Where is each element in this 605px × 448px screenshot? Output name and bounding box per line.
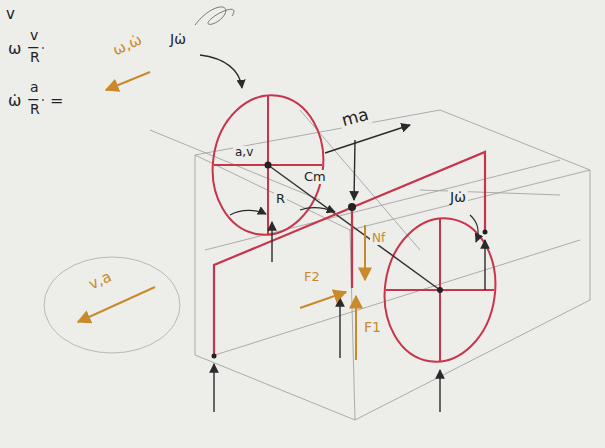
inertia-force-label: ma [338, 104, 373, 130]
frame [214, 152, 485, 356]
formula-text: a [28, 80, 41, 95]
force-label: Nf [370, 232, 387, 245]
force-label: F2 [302, 270, 322, 284]
formula-text: = [48, 92, 65, 110]
moment-label: Jω̇ [448, 190, 468, 205]
formula-text: R [28, 102, 42, 117]
force-label: F1 [362, 320, 383, 335]
moment-arrow [200, 55, 478, 242]
wheel [204, 88, 505, 369]
mass-center-label: Cm [302, 170, 328, 184]
orange-arrow [78, 72, 365, 360]
pencil-circle [44, 257, 180, 353]
signature-scribble [195, 7, 234, 25]
formula-text: R [28, 50, 42, 65]
velocity-label: v,a [85, 267, 116, 293]
moment-label: Jω̇ [168, 32, 188, 47]
formula-text: v [28, 28, 40, 43]
formula-text: v [4, 6, 17, 23]
joint-dot [212, 162, 488, 359]
force-arrow [214, 125, 485, 412]
angular-velocity-label: ω,ω̇ [109, 30, 147, 59]
pencil-box [150, 110, 590, 420]
radius-label: R [274, 192, 287, 206]
velocity-label: a,v [233, 146, 255, 159]
